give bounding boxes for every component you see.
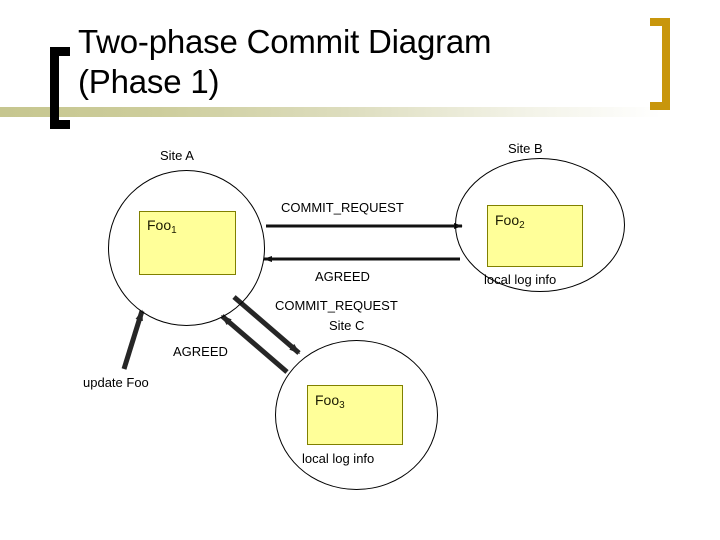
arrow-commit-request-a-to-c: [232, 295, 301, 355]
site-a-data-box-subscript: 1: [171, 225, 177, 236]
site-c-data-box-name: Foo: [315, 392, 340, 408]
slide-title: Two-phase Commit Diagram (Phase 1): [78, 23, 492, 100]
site-a-data-box-name: Foo: [147, 217, 172, 233]
site-b-data-box-name: Foo: [495, 212, 520, 228]
site-c-data-box-label: Foo3: [315, 392, 345, 411]
site-a-label: Site A: [160, 148, 194, 163]
site-b-label: Site B: [508, 141, 543, 156]
label-update-foo: update Foo: [83, 375, 149, 390]
site-a-data-box-label: Foo1: [147, 217, 177, 236]
left-bracket-decoration: [50, 47, 70, 129]
right-bracket-decoration: [650, 18, 670, 110]
arrow-agreed-c-to-a: [220, 314, 289, 374]
site-c-boundary: [275, 340, 438, 490]
site-c-label: Site C: [329, 318, 365, 333]
title-divider-bar: [0, 107, 720, 117]
site-c-log-label: local log info: [302, 451, 375, 466]
label-commit-request-a-to-c: COMMIT_REQUEST: [275, 298, 398, 313]
site-b-boundary: [455, 158, 625, 292]
site-b-data-box-label: Foo2: [495, 212, 525, 231]
site-c-data-box: [307, 385, 403, 445]
label-agreed-c-to-a: AGREED: [173, 344, 228, 359]
label-agreed-b-to-a: AGREED: [315, 269, 370, 284]
site-b-data-box: [487, 205, 583, 267]
site-b-data-box-subscript: 2: [519, 220, 525, 231]
site-b-log-label: local log info: [484, 272, 557, 287]
site-a-data-box: [139, 211, 236, 275]
site-a-boundary: [108, 170, 265, 326]
arrow-update-foo: [121, 309, 145, 370]
label-commit-request-a-to-b: COMMIT_REQUEST: [281, 200, 404, 215]
site-c-data-box-subscript: 3: [339, 400, 345, 411]
